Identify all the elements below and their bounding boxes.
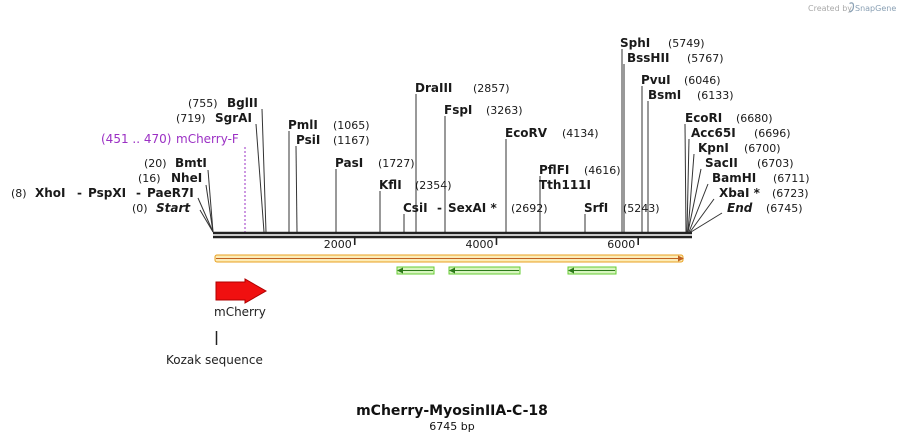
primer-range: (451 .. 470) [101,132,171,146]
site-pos-sexai: (2692) [511,202,548,215]
credit-brand: SnapGene [855,4,896,13]
map-subtitle: 6745 bp [429,420,474,433]
site-pos-pvui: (6046) [684,74,721,87]
site-name-draiii: DraIII [415,81,452,95]
site-name-nhei: NheI [171,171,202,185]
scale-tick-label: 2000 [324,238,352,251]
kozak-label: Kozak sequence [166,353,263,367]
site-pos-bsmi: (6133) [697,89,734,102]
site-name-pflfi: PflFI [539,163,569,177]
leader-sgrai [255,123,265,233]
site-name-bsmi: BsmI [648,88,681,102]
leader-xhoi [197,197,214,233]
site-name-pvui: PvuI [641,73,671,87]
site-pos-bglii: (755) [188,97,218,110]
leader-sacii [687,168,702,233]
site-name-csii: CsiI [403,201,428,215]
leader-bglii [261,108,267,233]
site-name-bglii: BglII [227,96,258,110]
site-pos-draiii: (2857) [473,82,510,95]
site-pos-sacii: (6703) [757,157,794,170]
scale-tick-label: 4000 [465,238,493,251]
leader-nhei [205,184,214,233]
leader-start [199,209,214,233]
site-pos-pmli: (1065) [333,119,370,132]
site-pos-srfi: (5243) [623,202,660,215]
site-name-fspi: FspI [444,103,472,117]
site-name-xbai: XbaI * [719,186,761,200]
primer-name: mCherry-F [176,132,239,146]
site-name-kfli: KflI [379,178,402,192]
leader-end [690,212,723,233]
site-name-end: End [727,201,753,215]
reverse-feature-arrows [396,266,617,275]
leader-kpni [687,153,695,233]
site-name-sgrai: SgrAI [215,111,252,125]
map-title: mCherry-MyosinIIA-C-18 [356,403,548,419]
insert-feature-arrow [214,254,684,263]
credit-prefix: Created by [808,4,852,13]
site-name-tth111i: Tth111I [539,178,591,192]
site-sep-xhoi: - [77,186,82,200]
site-name-kpni: KpnI [698,141,729,155]
leader-acc65i [686,138,690,233]
site-pos-bsshii: (5767) [687,52,724,65]
site-pos-bamhi: (6711) [773,172,810,185]
site-name-paer7i: PaeR7I [147,186,194,200]
scale-tick-label: 6000 [607,238,635,251]
site-name-bmti: BmtI [175,156,207,170]
site-pos-pasi: (1727) [378,157,415,170]
snapgene-logo-icon [849,2,855,13]
site-pos-bmti: (20) [144,157,167,170]
site-sep-csii: - [437,201,442,215]
site-name-bamhi: BamHI [712,171,756,185]
site-pos-nhei: (16) [138,172,161,185]
site-pos-ecorv: (4134) [562,127,599,140]
site-pos-ecori: (6680) [736,112,773,125]
site-pos-xhoi: (8) [11,187,27,200]
scale-axis: 2000 4000 6000 [324,238,640,251]
site-pos-sphi: (5749) [668,37,705,50]
site-name-sphi: SphI [620,36,650,50]
site-leader-lines [197,49,723,233]
leader-xbai [689,198,715,233]
site-pos-start: (0) [132,202,148,215]
site-name-pspxi: PspXI [88,186,126,200]
site-name-srfi: SrfI [584,201,608,215]
leader-ecori [684,123,687,233]
leader-psii [295,145,298,233]
green-arrow-3 [567,266,617,275]
green-arrow-1 [396,266,435,275]
site-pos-kfli: (2354) [415,179,452,192]
site-pos-psii: (1167) [333,134,370,147]
site-sep-pspxi: - [136,186,141,200]
site-pos-acc65i: (6696) [754,127,791,140]
site-name-psii: PsiI [296,133,320,147]
site-name-pmli: PmlI [288,118,318,132]
site-name-bsshii: BssHII [627,51,669,65]
sequence-backbone [213,231,692,239]
site-pos-pflfi: (4616) [584,164,621,177]
site-name-xhoi: XhoI [35,186,66,200]
leader-bmti [207,169,214,233]
mcherry-feature-arrow [215,278,268,304]
site-name-sacii: SacII [705,156,738,170]
site-pos-xbai: (6723) [772,187,809,200]
site-name-pasi: PasI [335,156,363,170]
site-name-sexai: SexAI * [448,201,497,215]
site-name-start: Start [156,201,191,215]
site-name-acc65i: Acc65I [691,126,736,140]
green-arrow-2 [448,266,521,275]
site-pos-kpni: (6700) [744,142,781,155]
mcherry-label: mCherry [214,305,266,319]
site-name-ecori: EcoRI [685,111,722,125]
site-name-ecorv: EcoRV [505,126,548,140]
site-pos-sgrai: (719) [176,112,206,125]
leader-bamhi [688,183,709,233]
site-pos-fspi: (3263) [486,104,523,117]
site-pos-end: (6745) [766,202,803,215]
